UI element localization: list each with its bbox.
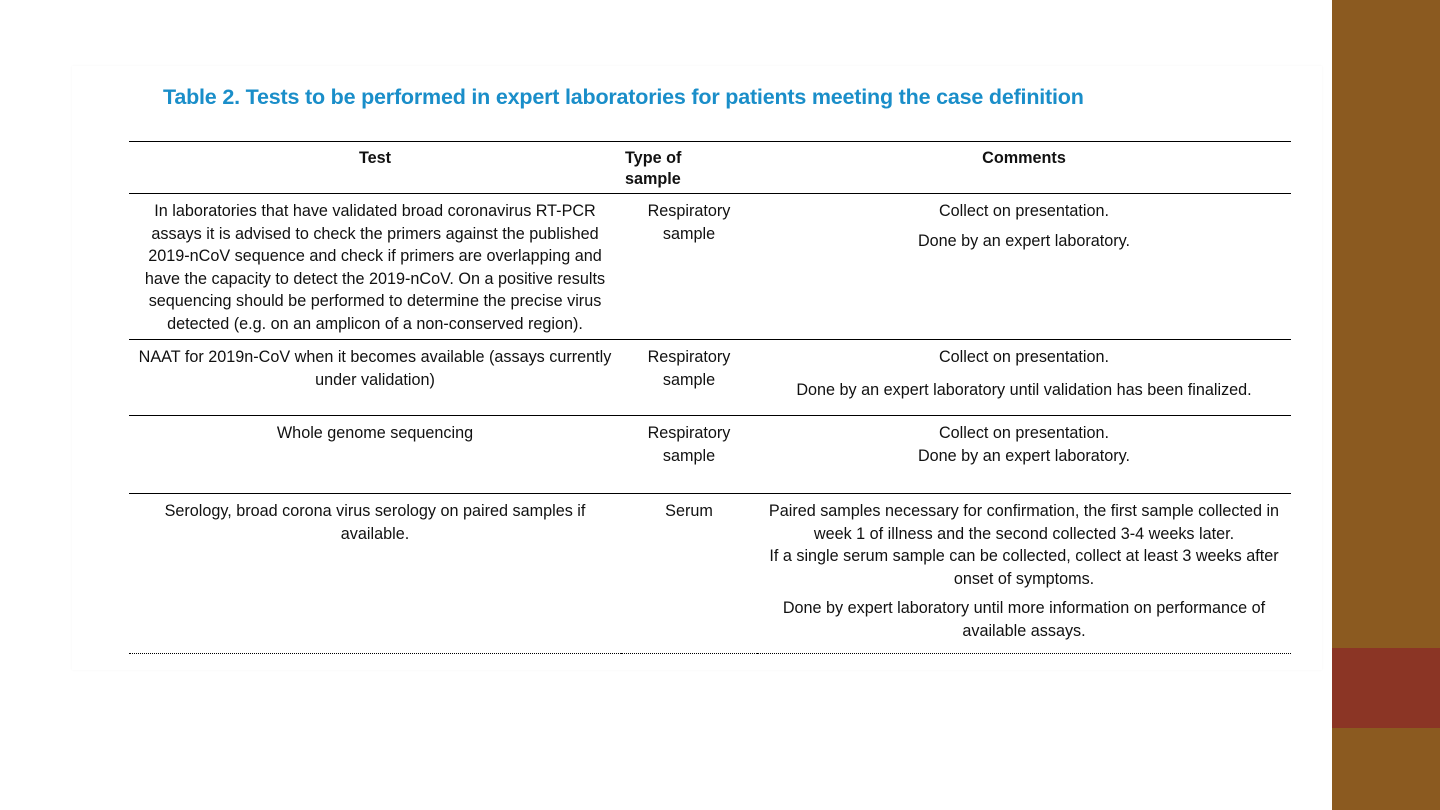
cell-test: Whole genome sequencing (129, 415, 621, 494)
comment-line: If a single serum sample can be collecte… (769, 547, 1279, 588)
cell-comments: Collect on presentation. Done by an expe… (757, 415, 1291, 494)
header-type-line2: sample (625, 170, 681, 188)
comment-line: Done by expert laboratory until more inf… (782, 599, 1266, 640)
type-line2: sample (662, 446, 716, 465)
type-line1: Serum (665, 502, 713, 520)
cell-comments: Collect on presentation. Done by an expe… (757, 339, 1291, 416)
table-header-row: Test Type of sample Comments (129, 141, 1291, 194)
comment-line: Done by an expert laboratory. (917, 446, 1131, 465)
header-type-line1: Type of (625, 149, 682, 167)
sidebar-accent-block (1332, 648, 1440, 728)
cell-test: NAAT for 2019n-CoV when it becomes avail… (129, 339, 621, 416)
type-line1: Respiratory (647, 424, 731, 442)
comment-line: Collect on presentation. (938, 424, 1110, 442)
header-test: Test (129, 141, 621, 194)
cell-comments: Collect on presentation. Done by an expe… (757, 193, 1291, 340)
comment-line: Collect on presentation. (938, 348, 1110, 366)
header-type-of-sample: Type of sample (621, 141, 757, 194)
type-line1: Respiratory (647, 348, 731, 366)
comment-line: Done by an expert laboratory until valid… (796, 380, 1252, 399)
tests-table: Test Type of sample Comments In laborato… (129, 141, 1291, 654)
cell-test: In laboratories that have validated broa… (129, 193, 621, 340)
cell-type: Respiratory sample (621, 415, 757, 494)
comment-line: Collect on presentation. (938, 202, 1110, 220)
cell-type: Respiratory sample (621, 193, 757, 340)
comment-line: Paired samples necessary for confirmatio… (768, 502, 1280, 543)
cell-test: Serology, broad corona virus serology on… (129, 493, 621, 654)
cell-type: Respiratory sample (621, 339, 757, 416)
header-comments: Comments (757, 141, 1291, 194)
table-row: NAAT for 2019n-CoV when it becomes avail… (129, 339, 1291, 416)
comment-line: Done by an expert laboratory. (917, 231, 1131, 250)
table-row: In laboratories that have validated broa… (129, 193, 1291, 340)
table-title: Table 2. Tests to be performed in expert… (163, 85, 1084, 109)
table-row: Whole genome sequencing Respiratory samp… (129, 415, 1291, 494)
type-line2: sample (662, 370, 716, 389)
cell-comments: Paired samples necessary for confirmatio… (757, 493, 1291, 654)
cell-type: Serum (621, 493, 757, 654)
table-row: Serology, broad corona virus serology on… (129, 493, 1291, 654)
type-line1: Respiratory (647, 202, 731, 220)
type-line2: sample (662, 224, 716, 243)
